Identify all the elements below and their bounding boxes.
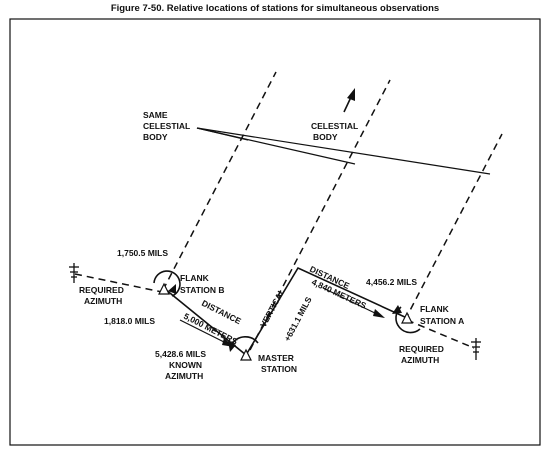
station-a-triangle-icon xyxy=(401,311,413,324)
label-same-celestial-line1: SAME xyxy=(143,110,168,120)
angle-arc-arrow-b xyxy=(168,284,176,294)
line-master-to-station-a xyxy=(245,266,408,356)
distance-arrowhead-a xyxy=(373,309,385,318)
celestial-arrowhead xyxy=(347,88,355,101)
master-station-triangle-icon xyxy=(240,348,252,361)
label-angle-master: 1,818.0 MILS xyxy=(104,316,155,326)
label-angle-station-b: 1,750.5 MILS xyxy=(117,248,168,258)
angle-arc-master xyxy=(231,336,259,345)
label-vertical: VERTICAL xyxy=(258,287,287,329)
distance-arrow-a xyxy=(322,287,380,316)
leader-line-3 xyxy=(196,127,491,175)
figure-caption: Figure 7-50. Relative locations of stati… xyxy=(110,3,440,14)
label-known-azimuth-line1: 5,428.6 MILS xyxy=(155,349,206,359)
label-celestial-line1: CELESTIAL xyxy=(311,121,358,131)
label-same-celestial-line2: CELESTIAL xyxy=(143,121,190,131)
station-b-triangle-icon xyxy=(158,282,170,295)
label-flank-a-line2: STATION A xyxy=(420,316,464,326)
sight-line-station-a xyxy=(404,133,503,321)
azimuth-mark-right-icon xyxy=(471,338,481,360)
angle-arc-arrow-master xyxy=(228,341,236,352)
label-celestial-line2: BODY xyxy=(313,132,338,142)
label-required-azimuth-left-line1: REQUIRED xyxy=(79,285,124,295)
required-azimuth-line-left xyxy=(74,273,163,293)
label-known-azimuth-line3: AZIMUTH xyxy=(165,371,203,381)
label-same-celestial-line3: BODY xyxy=(143,132,168,142)
label-master-station-line2: STATION xyxy=(261,364,297,374)
leader-line-2 xyxy=(196,127,356,165)
label-required-azimuth-left-line2: AZIMUTH xyxy=(84,296,122,306)
label-flank-b-line1: FLANK xyxy=(180,273,210,283)
required-azimuth-line-right xyxy=(406,319,475,349)
label-vertical-mils: +631.1 MILS xyxy=(282,295,314,343)
label-required-azimuth-right-line1: REQUIRED xyxy=(399,344,444,354)
diagram-frame xyxy=(9,18,541,446)
distance-arrow-b xyxy=(179,319,229,345)
angle-arc-station-b xyxy=(153,270,181,297)
label-required-azimuth-right-line2: AZIMUTH xyxy=(401,355,439,365)
sight-line-master xyxy=(249,79,391,351)
angle-arc-arrow-a xyxy=(392,305,402,314)
label-angle-station-a: 4,456.2 MILS xyxy=(366,277,417,287)
label-master-station-line1: MASTER xyxy=(258,353,294,363)
azimuth-mark-left-icon xyxy=(69,263,79,283)
label-flank-b-line2: STATION B xyxy=(180,285,225,295)
sight-line-station-b xyxy=(162,71,277,291)
label-known-azimuth-line2: KNOWN xyxy=(169,360,202,370)
label-flank-a-line1: FLANK xyxy=(420,304,450,314)
